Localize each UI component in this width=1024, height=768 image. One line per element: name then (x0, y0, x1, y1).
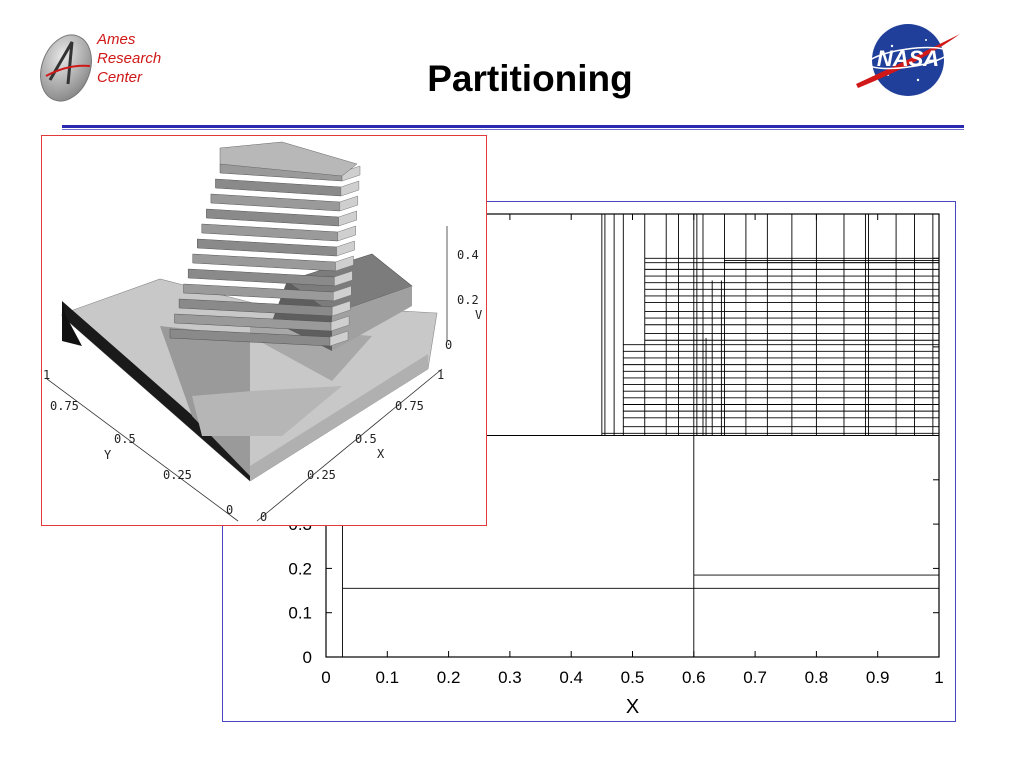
x3d-tick-label: 0.25 (307, 468, 336, 482)
x3d-tick-label: 0.75 (395, 399, 424, 413)
x-tick-label: 0.7 (743, 668, 767, 687)
x-tick-label: 0.5 (621, 668, 645, 687)
surface-step-side (341, 165, 361, 182)
y3d-tick-label: 0.75 (50, 399, 79, 413)
surface-dome-cap (219, 141, 358, 177)
org-line-1: Ames (97, 31, 136, 48)
surface-step-side (340, 180, 360, 197)
x-tick-label: 0.9 (866, 668, 890, 687)
header-rule (62, 125, 964, 128)
surface-step-side (334, 270, 353, 287)
surface-chart-svg: 0 0.25 0.5 0.75 1 0 0.25 0.5 0.75 1 0 0.2 0.4Y X V (43, 141, 482, 524)
slide-title: Partitioning (427, 58, 633, 99)
surface-step-side (338, 210, 357, 227)
surface-base-left-wall (62, 301, 82, 346)
surface-axis-y (46, 378, 239, 522)
surface-step-side (339, 195, 359, 212)
v3d-tick-label: 0.2 (457, 293, 479, 307)
surface-step-side (329, 330, 349, 347)
x-tick-label: 0.1 (375, 668, 399, 687)
x-tick-label: 0.4 (559, 668, 583, 687)
x-axis-label: X (626, 696, 639, 718)
org-line-3: Center (97, 69, 143, 86)
y-tick-label: 0.1 (288, 604, 312, 623)
surface-step-side (336, 240, 355, 257)
x3d-tick-label: 1 (437, 368, 444, 382)
nasa-logo: NASA (856, 24, 960, 96)
surface-facet-front (192, 386, 342, 436)
x3d-axis-label: X (377, 447, 385, 461)
surface-step-riser (192, 253, 336, 272)
org-name: Ames Research Center (97, 30, 161, 87)
surface-step-riser (197, 238, 337, 257)
y3d-tick-label: 0.5 (114, 432, 136, 446)
y-tick-label: 0 (303, 648, 312, 667)
surface-step-riser (215, 178, 342, 197)
surface-step-side (337, 225, 356, 242)
x3d-tick-label: 0.5 (355, 432, 377, 446)
surface-step-side (335, 255, 354, 272)
x-tick-label: 1 (934, 668, 943, 687)
header-rule-thin (62, 129, 964, 130)
x3d-tick-label: 0 (260, 510, 267, 524)
y3d-tick-label: 0 (226, 503, 233, 517)
surface-step-side (331, 300, 351, 317)
surface-step-riser (206, 208, 339, 227)
org-line-2: Research (97, 50, 162, 67)
nasa-logo-text: NASA (877, 46, 939, 71)
surface-step-side (333, 285, 352, 302)
y3d-tick-label: 1 (43, 368, 50, 382)
ames-logo (40, 34, 92, 102)
x-tick-label: 0.6 (682, 668, 706, 687)
surface-step-side (330, 315, 350, 332)
x-tick-label: 0 (321, 668, 330, 687)
v3d-tick-label: 0.4 (457, 248, 479, 262)
y-tick-label: 0.2 (288, 559, 312, 578)
v3d-tick-label: 0 (445, 338, 452, 352)
surface-step-riser (210, 193, 341, 212)
surface-step-riser (201, 223, 338, 242)
surface-axis-x (256, 368, 443, 522)
x-tick-label: 0.3 (498, 668, 522, 687)
surface-base-front-side (250, 354, 428, 481)
x-tick-label: 0.8 (805, 668, 829, 687)
surface-staircase (169, 141, 361, 347)
y3d-axis-label: Y (104, 448, 112, 462)
y3d-tick-label: 0.25 (163, 468, 192, 482)
surface-step-riser (187, 268, 335, 287)
x-tick-label: 0.2 (437, 668, 461, 687)
surface-wedge-side (332, 286, 412, 351)
v3d-axis-label: V (475, 308, 482, 322)
